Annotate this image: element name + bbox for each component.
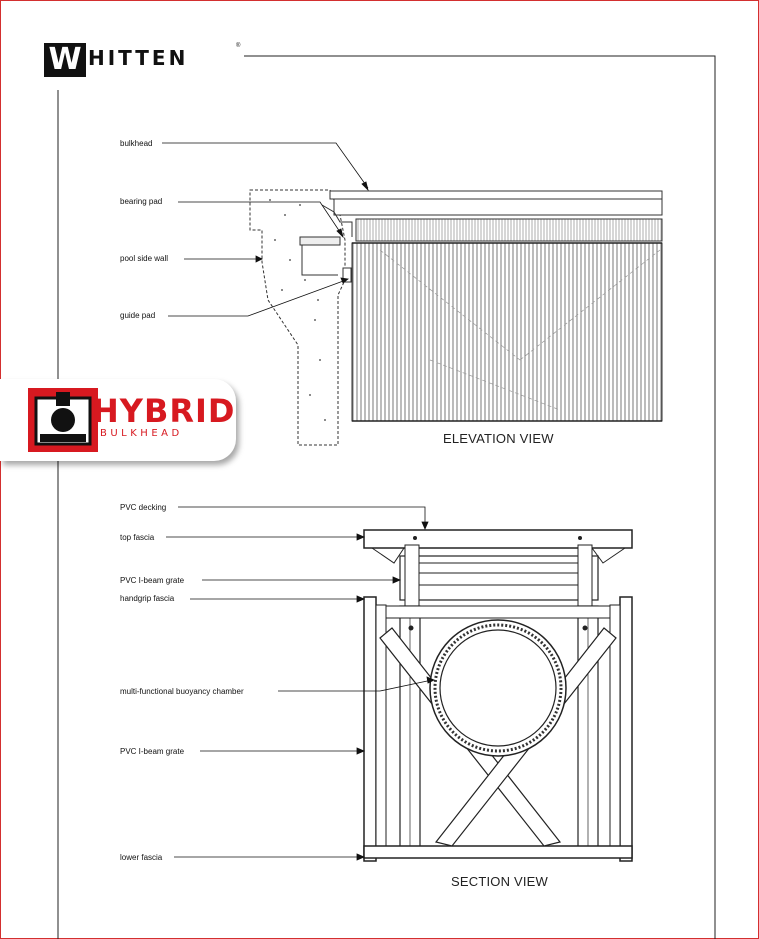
callout-bearing-pad: bearing pad [120, 197, 163, 206]
badge-subtitle: BULKHEAD [100, 428, 183, 439]
section-view-title: SECTION VIEW [451, 874, 549, 889]
callout-buoyancy-chamber: multi-functional buoyancy chamber [120, 687, 244, 696]
callout-guide-pad: guide pad [120, 311, 156, 320]
callout-pvc-i-beam-grate-lower: PVC I-beam grate [120, 747, 185, 756]
hybrid-logo-icon [28, 388, 98, 452]
callout-pvc-decking: PVC decking [120, 503, 167, 512]
callout-pvc-i-beam-grate-upper: PVC I-beam grate [120, 576, 185, 585]
elevation-view-title: ELEVATION VIEW [443, 431, 554, 446]
callout-lower-fascia: lower fascia [120, 853, 163, 862]
badge-title: HYBRID [92, 392, 236, 430]
callout-pool-side-wall: pool side wall [120, 254, 169, 263]
logo-registered: ® [236, 43, 241, 49]
callout-handgrip-fascia: handgrip fascia [120, 594, 175, 603]
callout-top-fascia: top fascia [120, 533, 155, 542]
whitten-logo-mark: W [44, 42, 86, 77]
callout-bulkhead: bulkhead [120, 139, 153, 148]
logo-letter: W [48, 42, 82, 77]
logo-name: HITTEN [88, 46, 189, 70]
